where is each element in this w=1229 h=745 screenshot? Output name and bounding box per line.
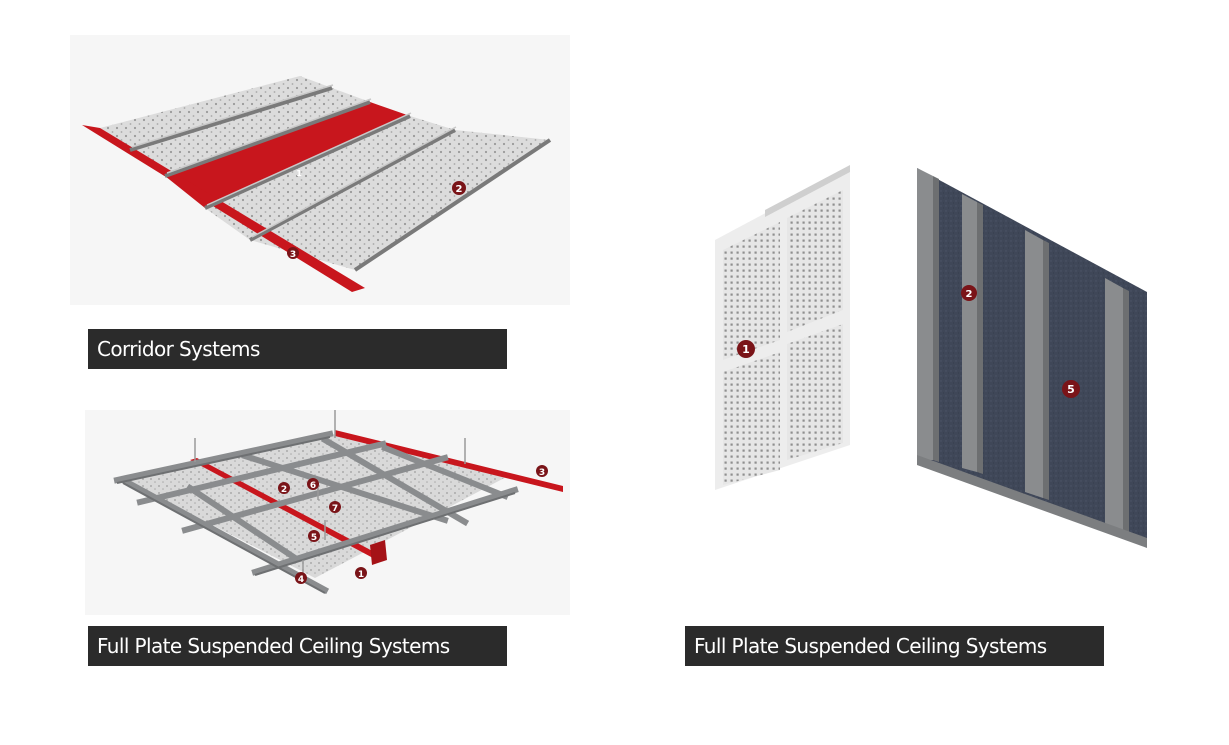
svg-text:2: 2 <box>281 485 287 495</box>
full-plate-panel-drawing: 1 2 5 <box>715 165 1147 548</box>
grid-main-runner-red <box>190 458 380 558</box>
grid-wall-angle <box>335 430 563 492</box>
svg-text:3: 3 <box>290 250 296 260</box>
svg-text:5: 5 <box>311 533 317 543</box>
caption-full-plate-grid: Full Plate Suspended Ceiling Systems <box>88 626 507 666</box>
caption-full-plate-panel: Full Plate Suspended Ceiling Systems <box>685 626 1104 666</box>
svg-text:5: 5 <box>1067 383 1075 396</box>
svg-text:1: 1 <box>742 343 750 356</box>
corridor-marker-1: 1 <box>296 169 302 178</box>
corridor-marker-2: 2 <box>452 181 466 195</box>
svg-text:2: 2 <box>456 184 463 195</box>
corridor-plank-1 <box>100 76 332 150</box>
caption-corridor-systems: Corridor Systems <box>88 329 507 369</box>
grid-tees <box>113 430 519 595</box>
panel-marker-2: 2 <box>961 285 977 301</box>
corridor-system-drawing: 1 2 3 <box>70 35 570 305</box>
grid-marker-7: 7 <box>329 501 341 514</box>
vertical-profiles <box>917 168 1129 534</box>
corridor-marker-3: 3 <box>287 247 299 260</box>
svg-text:1: 1 <box>296 169 302 178</box>
svg-text:6: 6 <box>310 481 316 491</box>
svg-text:2: 2 <box>966 289 973 300</box>
full-plate-grid-illustration: 1 2 3 4 5 6 7 <box>85 400 570 615</box>
grid-marker-2: 2 <box>278 482 290 495</box>
corridor-plank-red <box>165 102 410 208</box>
grid-marker-1: 1 <box>355 567 367 580</box>
corridor-plank-4 <box>250 130 550 270</box>
svg-text:4: 4 <box>298 575 304 585</box>
panel-marker-5: 5 <box>1062 380 1080 398</box>
svg-text:1: 1 <box>358 570 364 580</box>
corridor-system-illustration: 1 2 3 <box>70 30 570 305</box>
svg-text:7: 7 <box>332 504 338 514</box>
grid-marker-4: 4 <box>295 572 307 585</box>
svg-text:3: 3 <box>539 468 545 478</box>
panel-marker-1: 1 <box>737 340 755 358</box>
corridor-rails <box>129 86 552 272</box>
grid-marker-5: 5 <box>308 530 320 543</box>
full-plate-panel-illustration: 1 2 5 <box>705 160 1155 580</box>
full-plate-grid-drawing: 1 2 3 4 5 6 7 <box>85 410 570 615</box>
grid-marker-6: 6 <box>307 478 319 491</box>
bottom-track <box>917 455 1147 548</box>
corridor-plank-3 <box>205 116 455 240</box>
corridor-plank-2 <box>130 88 370 176</box>
grid-marker-3: 3 <box>536 465 548 478</box>
